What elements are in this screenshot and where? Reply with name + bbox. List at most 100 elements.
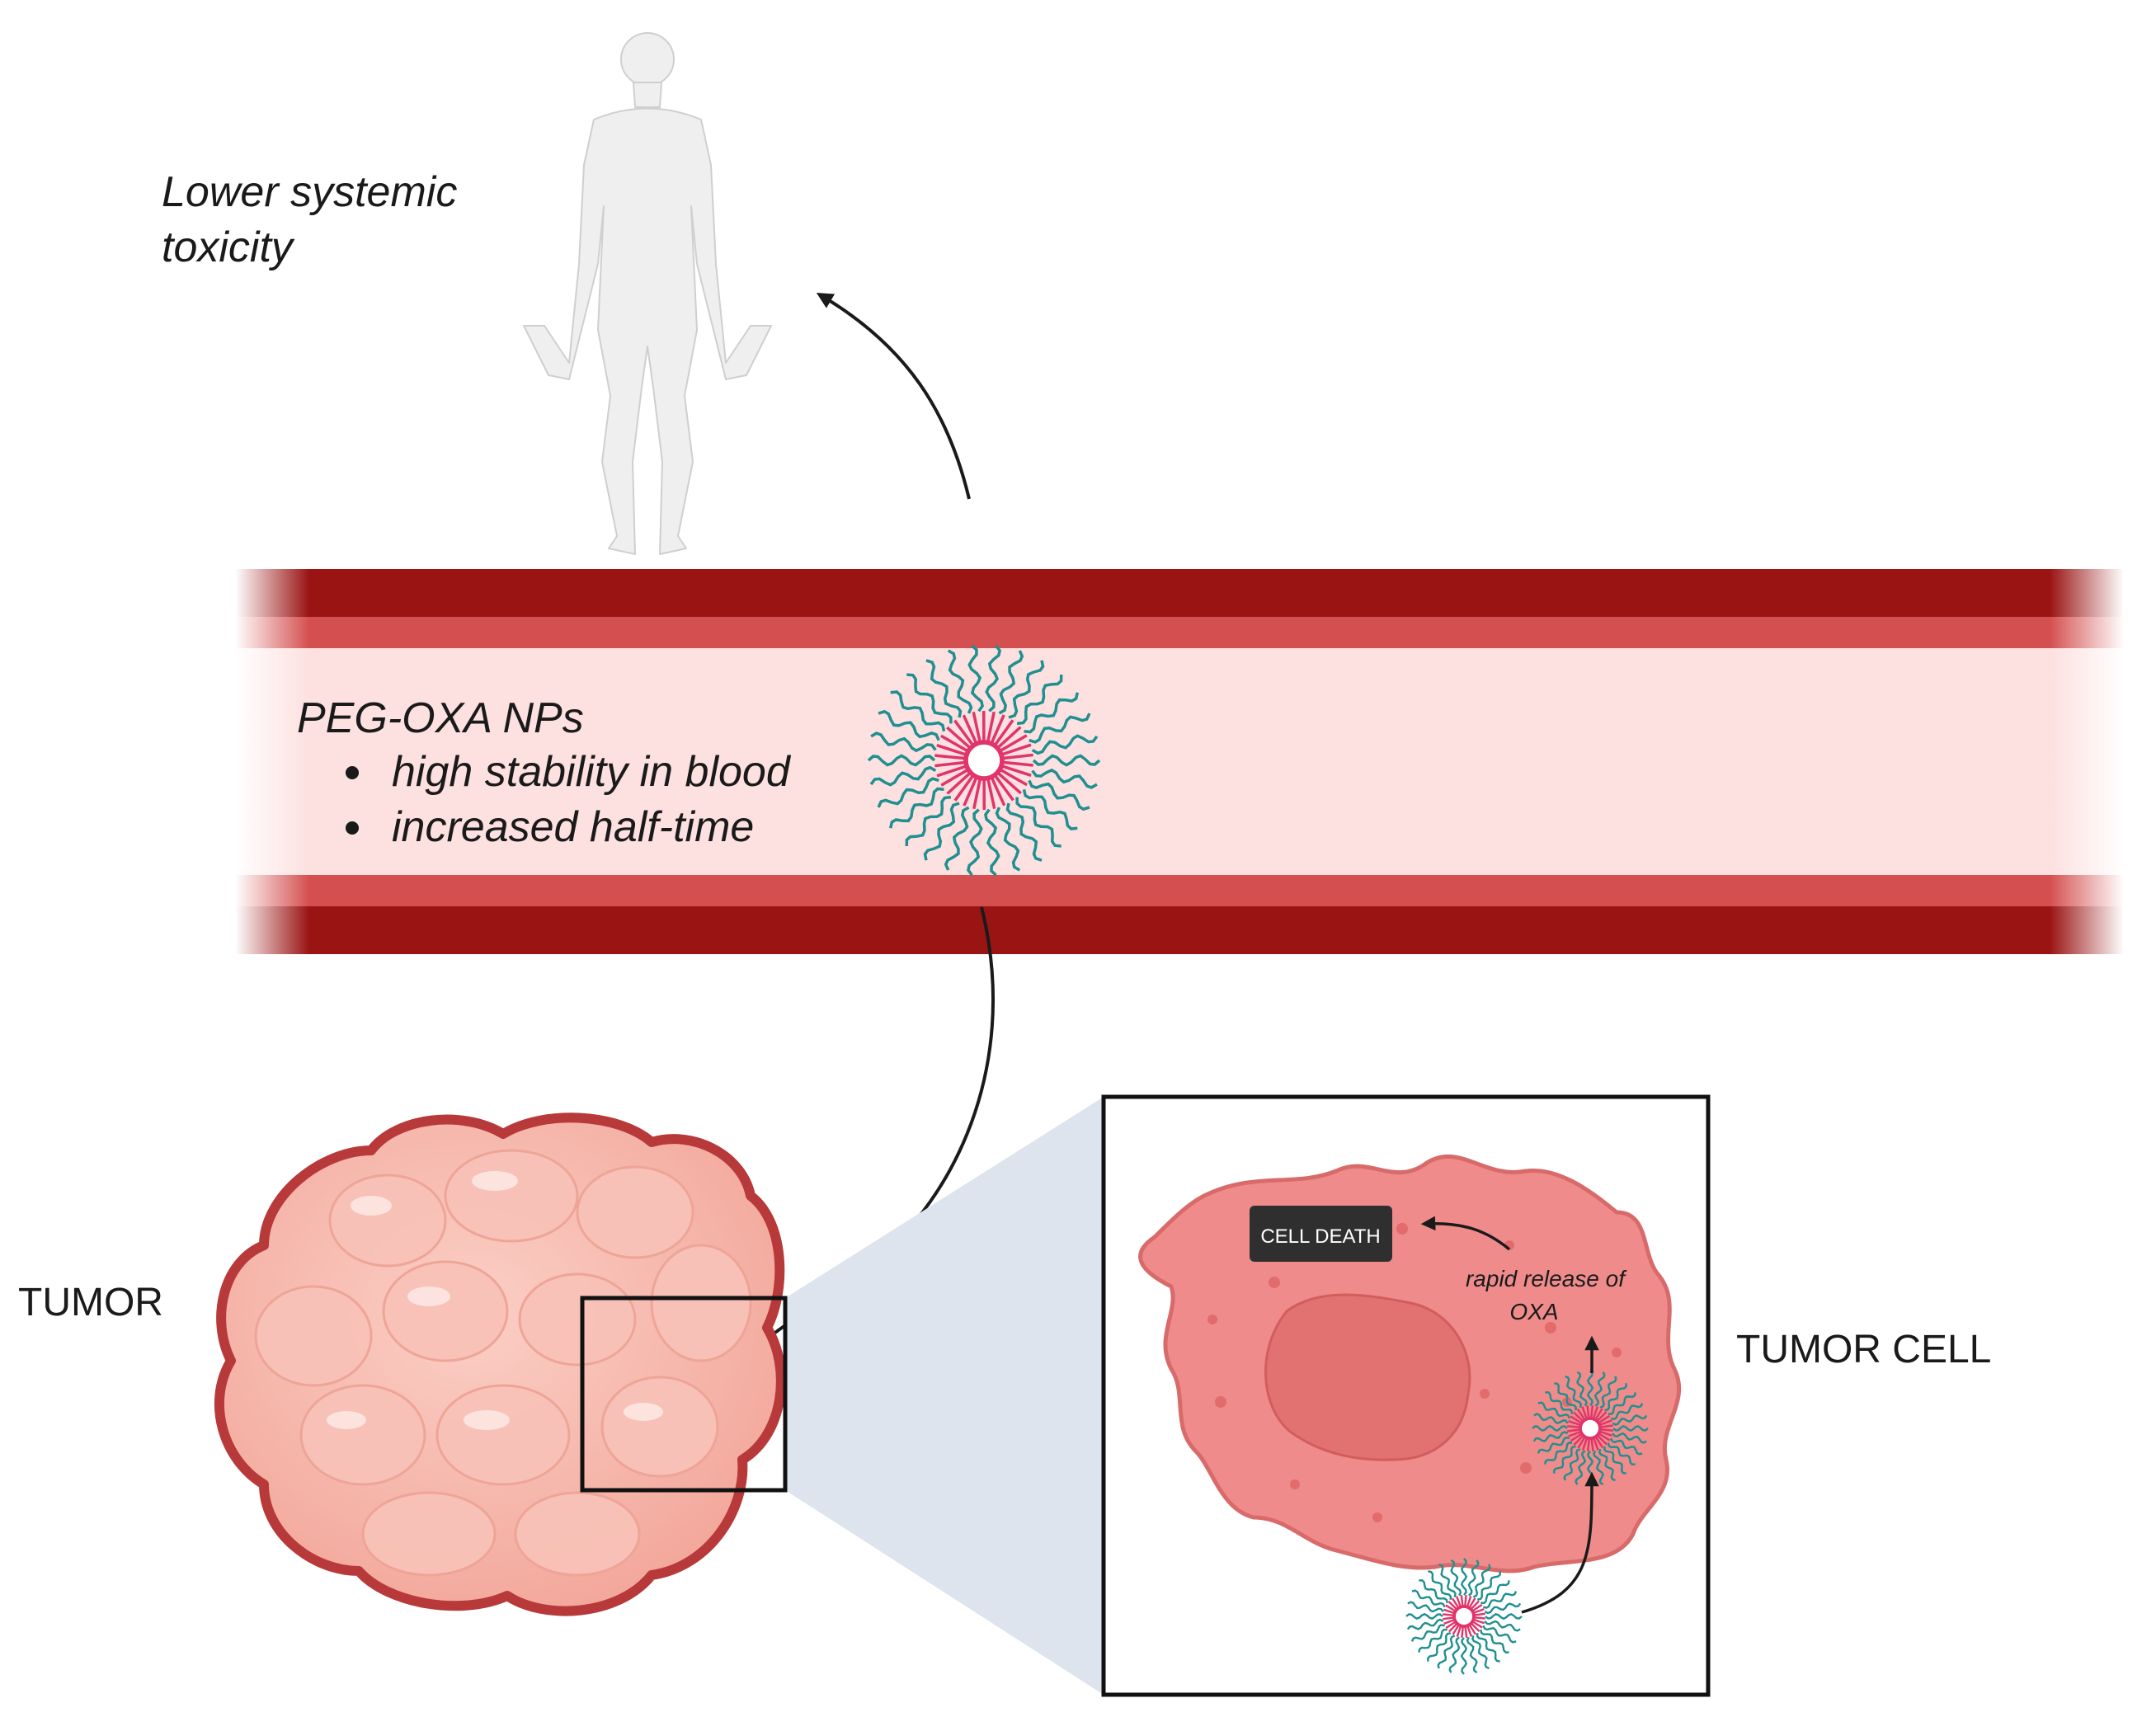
- np-shell-segment: [962, 714, 978, 745]
- np-shell-segment: [946, 726, 972, 750]
- peg-chain: [944, 806, 970, 871]
- peg-chain: [1553, 1445, 1576, 1474]
- np-shell-segment: [1567, 1428, 1581, 1432]
- np-shell-segment: [999, 768, 1028, 787]
- peg-chain: [1607, 1442, 1636, 1465]
- np-shell-segment: [1594, 1408, 1603, 1421]
- peg-chain: [1428, 1570, 1452, 1600]
- peg-chain: [1599, 1376, 1617, 1409]
- np-shell-segment: [1000, 743, 1032, 756]
- peg-chain: [984, 808, 1000, 877]
- peg-chain: [1450, 1559, 1462, 1597]
- peg-chain: [995, 807, 1021, 872]
- peg-chain: [947, 649, 973, 714]
- peg-chain: [890, 690, 946, 732]
- np-shell-segment: [946, 771, 972, 795]
- peg-chain: [1554, 1382, 1577, 1411]
- peg-chain: [1460, 1558, 1468, 1596]
- peg-chain: [1427, 1632, 1452, 1662]
- peg-chain: [870, 731, 937, 753]
- np-shell-segment: [1443, 1618, 1456, 1625]
- np-shell-segment: [996, 726, 1022, 750]
- peg-chain: [1603, 1446, 1626, 1475]
- np-shell-segment: [986, 711, 996, 743]
- peg-chain: [1610, 1437, 1643, 1456]
- peg-chain: [1563, 1448, 1581, 1481]
- arrow-to-body: [816, 292, 971, 500]
- peg-chain: [1593, 1450, 1604, 1486]
- np-shell-segment: [1451, 1597, 1460, 1609]
- np-shell-segment: [1472, 1618, 1485, 1625]
- np-shell-segment: [1443, 1613, 1455, 1616]
- np-shell-segment: [1573, 1434, 1584, 1446]
- peg-chain: [1575, 1450, 1587, 1485]
- peg-chain: [1031, 734, 1099, 755]
- peg-chain: [1410, 1624, 1445, 1642]
- peg-chain: [1029, 713, 1091, 744]
- peg-chain: [967, 808, 983, 877]
- np-shell-segment: [972, 778, 982, 810]
- peg-chain: [1448, 1636, 1461, 1673]
- np-shell-segment: [953, 774, 975, 802]
- peg-chain: [877, 777, 939, 808]
- np-shell-segment: [1581, 1437, 1589, 1451]
- np-shell-segment: [1596, 1411, 1608, 1423]
- peg-chain: [1544, 1442, 1573, 1465]
- peg-chain: [1028, 779, 1090, 811]
- np-shell-segment: [1471, 1603, 1483, 1612]
- np-shell-segment: [1587, 1437, 1590, 1451]
- np-shell-segment: [936, 744, 967, 756]
- np-shell-segment: [972, 711, 982, 743]
- peg-chain: [1532, 1431, 1569, 1442]
- peg-chain: [1460, 1637, 1468, 1675]
- np-shell-segment: [1001, 753, 1033, 760]
- np-core: [963, 740, 1005, 781]
- peg-chain: [1437, 1635, 1456, 1669]
- np-shell-segment: [993, 719, 1014, 747]
- np-shell-segment: [934, 754, 967, 760]
- np-shell-segment: [1568, 1419, 1582, 1427]
- peg-chain: [1466, 1636, 1478, 1674]
- np-shell-segment: [1466, 1625, 1473, 1637]
- np-shell-segment: [990, 714, 1005, 745]
- release-label-line2: OXA: [1509, 1299, 1558, 1324]
- np-shell-segment: [934, 760, 967, 768]
- peg-chain: [1480, 1629, 1509, 1653]
- np-shell-segment: [1473, 1616, 1485, 1620]
- peg-chain: [967, 644, 984, 713]
- np-shell-segment: [1592, 1406, 1599, 1420]
- tumor-label: TUMOR: [18, 1281, 163, 1324]
- peg-chain: [1612, 1424, 1649, 1432]
- peg-chain: [1565, 1375, 1583, 1409]
- np-shell-segment: [1577, 1436, 1586, 1449]
- peg-chain: [1545, 1391, 1574, 1414]
- peg-chain: [1537, 1401, 1570, 1419]
- peg-chain: [1612, 1414, 1648, 1426]
- np-shell-segment: [1460, 1595, 1464, 1607]
- tumor-zoom-box: [580, 1296, 788, 1493]
- nanoparticle-outside-cell-icon: [1405, 1558, 1523, 1675]
- peg-chain: [1532, 1424, 1568, 1432]
- human-body-icon: [523, 32, 772, 555]
- peg-chain: [1015, 797, 1062, 848]
- peg-chain: [1612, 1432, 1647, 1444]
- np-shell-segment: [1443, 1616, 1455, 1620]
- zoom-cone: [785, 1097, 1104, 1695]
- np-shell-segment: [1472, 1607, 1485, 1615]
- np-shell-segment: [936, 764, 967, 778]
- peg-chain: [867, 754, 936, 767]
- np-shell-segment: [1570, 1432, 1583, 1442]
- np-shell-segment: [1452, 1624, 1460, 1635]
- np-shell-segment: [1001, 760, 1033, 767]
- peg-chain: [1533, 1413, 1569, 1425]
- peg-chain: [1484, 1620, 1521, 1632]
- np-shell-segment: [993, 774, 1014, 802]
- np-shell-segment: [953, 719, 975, 747]
- np-shell-segment: [1456, 1625, 1462, 1638]
- peg-chain: [1480, 1580, 1510, 1604]
- peg-chain: [1419, 1579, 1448, 1604]
- np-shell-segment: [1464, 1595, 1467, 1607]
- np-shell-segment: [1598, 1432, 1611, 1442]
- peg-chain: [925, 659, 963, 718]
